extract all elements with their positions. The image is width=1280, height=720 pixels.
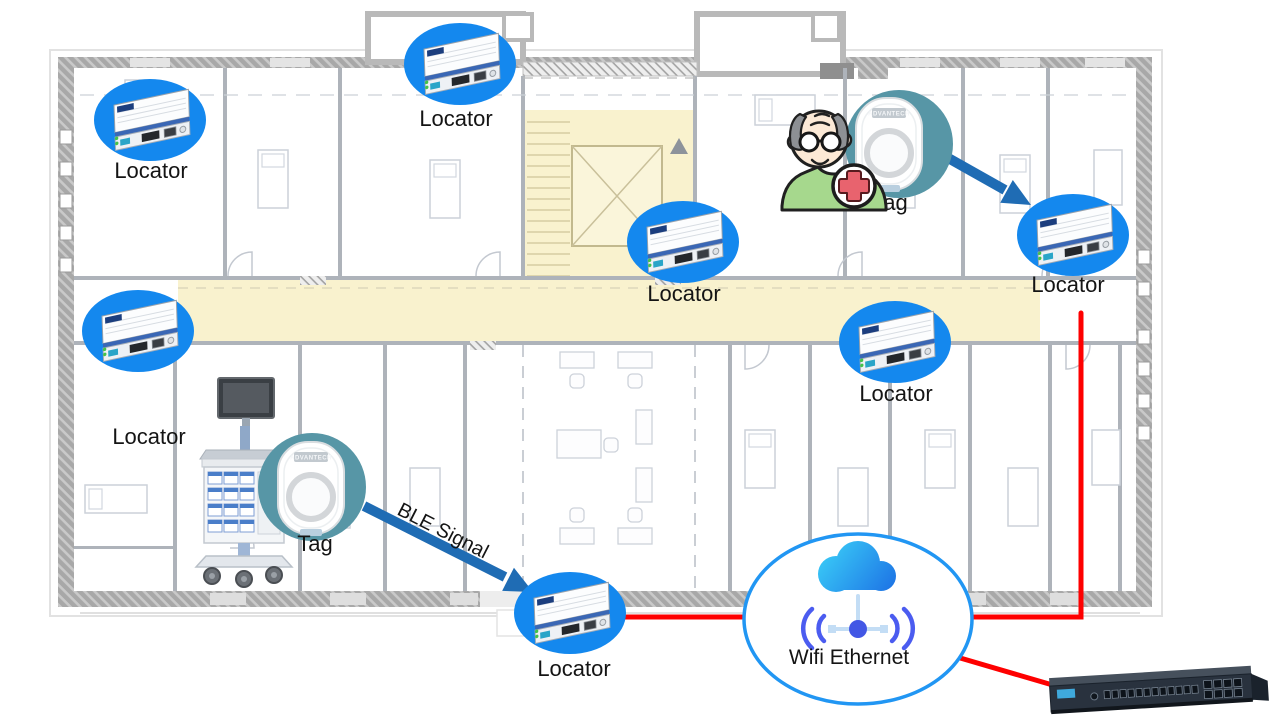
locator-label: Locator xyxy=(859,381,932,406)
locator-label: Locator xyxy=(537,656,610,681)
tag-device-icon xyxy=(278,442,344,536)
locator-bottom-center: Locator xyxy=(514,572,626,681)
patient-icon xyxy=(780,109,888,212)
nurse-station xyxy=(556,351,653,545)
locator-label: Locator xyxy=(112,424,185,449)
hair-right xyxy=(830,112,850,151)
red-cross-icon xyxy=(838,170,870,202)
smile xyxy=(810,158,830,166)
locator-mid-right: Locator xyxy=(839,301,951,406)
switch-ports xyxy=(1103,678,1243,700)
locator-mid-left: Locator xyxy=(82,290,194,449)
locator-label: Locator xyxy=(1031,272,1104,297)
locator-label: Locator xyxy=(419,106,492,131)
cloud-icon xyxy=(818,541,896,592)
tag-label: Tag xyxy=(297,531,332,556)
ble-signal-arrowhead xyxy=(502,567,533,592)
cart-drawers xyxy=(207,471,255,533)
locator-label: Locator xyxy=(647,281,720,306)
corridor-wall-top xyxy=(74,276,1136,280)
tag-to-locator-arrowhead xyxy=(1000,180,1031,205)
locator-right: Locator xyxy=(1017,194,1129,297)
cable-cloud-to-switch xyxy=(947,652,1059,689)
locator-top-left: Locator xyxy=(94,79,206,183)
locators: Locator Locator Locator Locator Locator … xyxy=(82,23,1129,681)
corridor-wall-bottom xyxy=(74,341,1136,345)
ethernet-cables xyxy=(597,310,1084,689)
locator-top-center: Locator xyxy=(404,23,516,131)
tag-cart: Tag xyxy=(258,433,366,556)
hair-left xyxy=(788,112,808,151)
ble-signal-arrow xyxy=(361,501,508,582)
cable-right-locator-to-cloud xyxy=(957,310,1084,620)
wifi-ethernet-bubble: Wifi Ethernet xyxy=(742,532,974,706)
glasses-icon xyxy=(798,131,820,153)
locator-center: Locator xyxy=(627,201,739,306)
medical-cart-icon xyxy=(194,377,294,588)
locator-label: Locator xyxy=(114,158,187,183)
network-switch-icon xyxy=(1049,665,1269,715)
wifi-ethernet-label: Wifi Ethernet xyxy=(789,646,909,669)
wifi-hub-icon xyxy=(801,594,915,651)
